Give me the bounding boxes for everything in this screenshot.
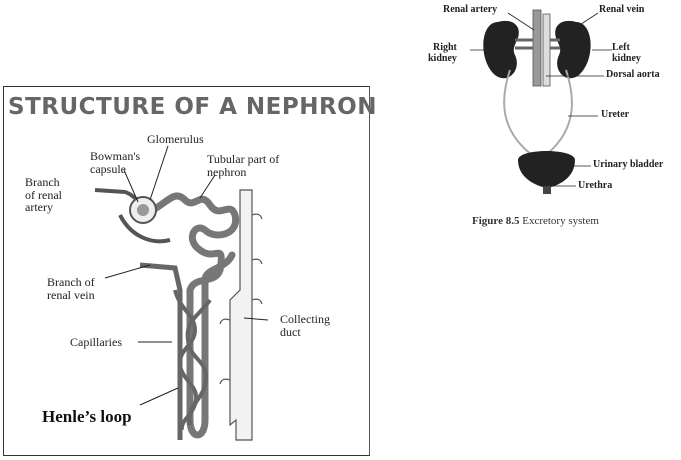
label-left-kidney: Left kidney [612, 42, 641, 64]
label-renal-artery: Renal artery [443, 4, 498, 15]
renal-vessels [515, 38, 560, 50]
nephron-tubule [146, 192, 240, 439]
dorsal-aorta [532, 9, 551, 87]
ureters [503, 69, 573, 156]
nephron-title: STRUCTURE OF A NEPHRON [8, 94, 377, 120]
urinary-bladder-shape [518, 151, 575, 194]
figure-caption-text: Excretory system [519, 215, 599, 227]
collecting-duct [219, 189, 263, 441]
nephron-pointer-lines [104, 145, 269, 406]
renal-vein-branch [139, 262, 183, 440]
label-glomerulus: Glomerulus [147, 132, 204, 146]
label-renal-vein: Renal vein [599, 4, 645, 15]
label-capillaries: Capillaries [70, 335, 122, 349]
label-collecting-duct: Collecting duct [280, 312, 330, 339]
label-dorsal-aorta: Dorsal aorta [606, 69, 660, 80]
label-urethra: Urethra [578, 180, 613, 191]
label-right-kidney: Right kidney [428, 42, 457, 64]
excretory-pointer-lines [470, 12, 612, 187]
label-ureter: Ureter [601, 109, 630, 120]
label-branch-renal-vein: Branch of renal vein [47, 275, 95, 302]
glomerulus-shape [129, 196, 157, 224]
nephron-diagram-panel [3, 86, 370, 456]
label-tubular-part: Tubular part of nephron [207, 152, 280, 179]
label-urinary-bladder: Urinary bladder [593, 159, 664, 170]
label-henles-loop: Henle’s loop [42, 407, 132, 426]
figure-caption-number: Figure 8.5 [472, 215, 520, 227]
label-bowmans-capsule: Bowman's capsule [90, 149, 141, 176]
right-kidney-shape [483, 20, 519, 79]
left-kidney-shape [555, 20, 591, 79]
figure-caption: Figure 8.5 Excretory system [472, 215, 599, 228]
label-branch-renal-artery: Branch of renal artery [25, 175, 62, 215]
